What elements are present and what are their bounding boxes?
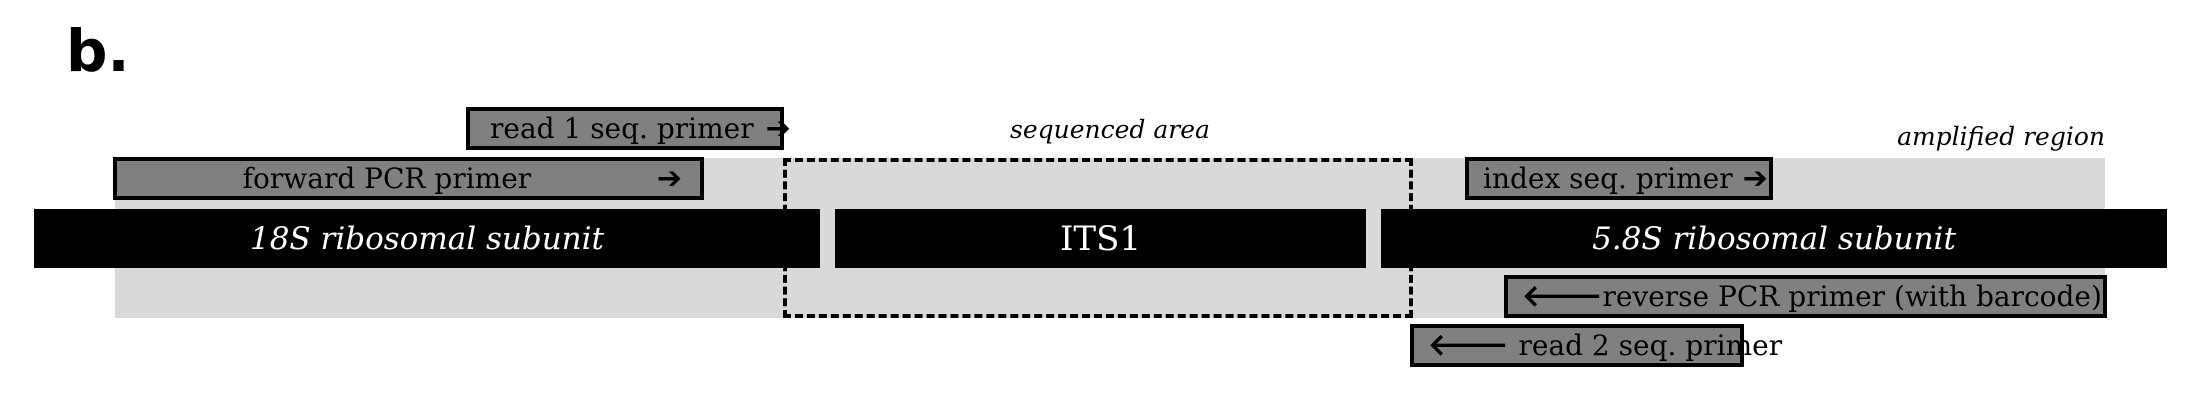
- forward-pcr-primer-label: forward PCR primer: [242, 162, 532, 195]
- reverse-pcr-primer: 🡐 reverse PCR primer (with barcode): [1504, 275, 2107, 318]
- amplified-region-label: amplified region: [1897, 122, 2105, 151]
- sequenced-area-label: sequenced area: [1010, 115, 1210, 144]
- read-1-seq-primer: read 1 seq. primer ➔: [466, 107, 791, 150]
- read-1-seq-primer-label: read 1 seq. primer: [490, 112, 754, 145]
- arrow-right-icon: ➔: [1742, 160, 1768, 196]
- arrow-left-icon: 🡐: [1522, 278, 1603, 314]
- gene-18s-ribosomal-subunit: 18S ribosomal subunit: [34, 209, 820, 268]
- reverse-pcr-primer-label: reverse PCR primer (with barcode): [1602, 280, 2102, 313]
- gene-its1-label: ITS1: [1059, 218, 1142, 259]
- forward-pcr-primer: forward PCR primer ➔: [113, 157, 704, 200]
- gene-its1: ITS1: [835, 209, 1366, 268]
- index-seq-primer: index seq. primer ➔: [1465, 157, 1773, 200]
- index-seq-primer-label: index seq. primer: [1483, 162, 1733, 195]
- gene-5-8s-label: 5.8S ribosomal subunit: [1592, 220, 1956, 257]
- gene-18s-label: 18S ribosomal subunit: [249, 220, 605, 257]
- sequenced-area-box: [783, 158, 1413, 318]
- arrow-right-icon: ➔: [656, 160, 682, 196]
- arrow-right-icon: ➔: [765, 110, 791, 146]
- arrow-left-icon: 🡐: [1428, 327, 1509, 363]
- read-2-seq-primer: 🡐 read 2 seq. primer: [1410, 324, 1782, 367]
- read-2-seq-primer-label: read 2 seq. primer: [1518, 329, 1783, 362]
- gene-5-8s-ribosomal-subunit: 5.8S ribosomal subunit: [1381, 209, 2167, 268]
- panel-label: b.: [66, 17, 130, 85]
